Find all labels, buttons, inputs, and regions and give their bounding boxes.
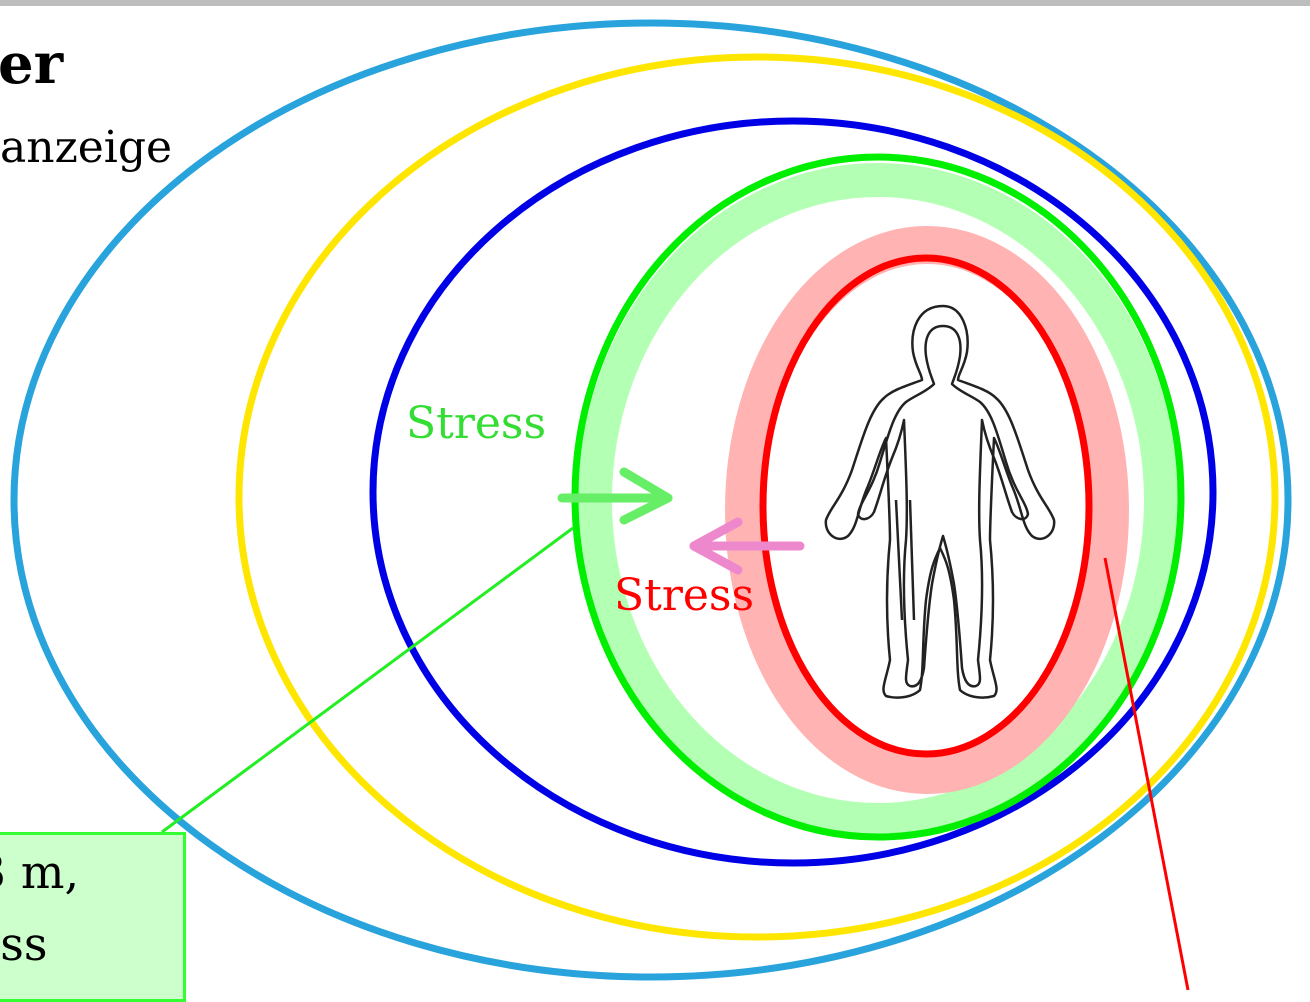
human-figure-icon — [826, 306, 1054, 698]
ring-red — [763, 258, 1089, 754]
stress-label-green: Stress — [406, 398, 546, 449]
callout-line-2: ess — [0, 921, 47, 967]
band-red — [744, 245, 1110, 775]
callout-line-1: 3 m, — [0, 849, 79, 895]
callout-box: 3 m, ess — [0, 832, 186, 1002]
stress-label-red: Stress — [614, 570, 754, 621]
